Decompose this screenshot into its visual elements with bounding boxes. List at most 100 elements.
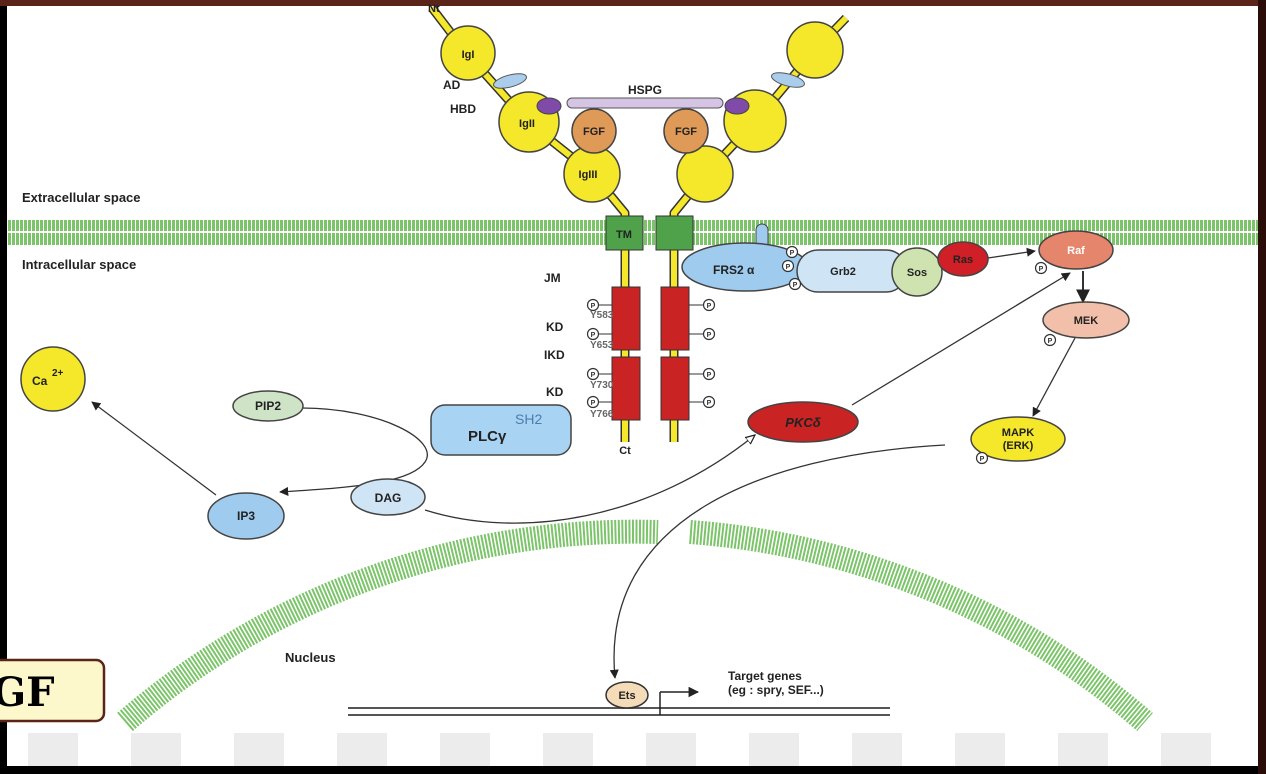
- sos-label: Sos: [907, 267, 927, 279]
- raf-node: Raf: [1038, 230, 1114, 270]
- svg-text:P: P: [591, 303, 596, 310]
- strip-block: [543, 733, 593, 766]
- ad-label: AD: [443, 78, 461, 92]
- fgf-right-label: FGF: [675, 126, 697, 138]
- grb2-node: Grb2: [796, 249, 908, 293]
- tm-label: TM: [616, 229, 632, 241]
- igI-right: [786, 21, 844, 79]
- strip-block: [955, 733, 1005, 766]
- strip-block: [1161, 733, 1211, 766]
- phosphate-icon: P: [785, 245, 799, 259]
- ets-node: Ets: [605, 681, 649, 709]
- target-genes-label: Target genes: [728, 669, 802, 683]
- gf-title-box: GF: [0, 658, 106, 723]
- sos-node: Sos: [891, 247, 943, 297]
- kd1-label: KD: [546, 320, 564, 334]
- arrow-mapk-ets: [609, 444, 946, 679]
- strip-block: [1058, 733, 1108, 766]
- hbd-right: [724, 97, 750, 115]
- acid-box-right: [771, 72, 805, 88]
- ip3-node: IP3: [207, 492, 285, 540]
- pip2-node: PIP2: [232, 390, 304, 422]
- nt-label: Nt: [428, 3, 440, 15]
- svg-text:P: P: [793, 282, 798, 289]
- arrow-ras-raf: [987, 247, 1036, 259]
- y653-label: Y653: [590, 340, 614, 351]
- phosphate-icon: P: [1043, 333, 1057, 347]
- erk-label: (ERK): [1003, 440, 1034, 452]
- y766-label: Y766: [590, 409, 614, 420]
- phosphate-icon: P: [586, 367, 600, 381]
- hspg-label: HSPG: [628, 83, 662, 97]
- plc-node: PLCγ SH2: [430, 404, 572, 456]
- mek-label: MEK: [1074, 315, 1099, 327]
- phosphate-icon: P: [586, 298, 600, 312]
- ets-label: Ets: [618, 690, 635, 702]
- ca-label: Ca: [32, 374, 48, 388]
- dna-strand: [348, 692, 890, 716]
- ikd-label: IKD: [544, 348, 565, 362]
- strip-block: [337, 733, 387, 766]
- mek-node: MEK: [1042, 301, 1130, 339]
- phosphate-icon: P: [702, 298, 716, 312]
- arrow-pkc-raf: [851, 272, 1071, 406]
- phosphate-icon: P: [788, 277, 802, 291]
- intracellular-label: Intracellular space: [22, 257, 136, 272]
- arrow-pip2-ip3: [279, 407, 428, 496]
- strip-block: [28, 733, 78, 766]
- kd2-label: KD: [546, 385, 564, 399]
- target-genes-examples: (eg : spry, SEF...): [728, 683, 824, 697]
- extracellular-label: Extracellular space: [22, 190, 141, 205]
- ras-node: Ras: [937, 241, 989, 277]
- igIII-right: [676, 145, 734, 203]
- phosphate-icon: P: [586, 395, 600, 409]
- raf-label: Raf: [1067, 245, 1085, 257]
- acid-box-left: [493, 73, 527, 89]
- ca-charge: 2+: [52, 368, 64, 379]
- svg-text:P: P: [591, 400, 596, 407]
- svg-text:P: P: [1048, 338, 1053, 345]
- strip-block: [852, 733, 902, 766]
- igI-label: IgI: [462, 49, 475, 61]
- ct-label: Ct: [619, 445, 631, 457]
- ip3-label: IP3: [237, 509, 255, 523]
- svg-text:P: P: [790, 250, 795, 257]
- phosphate-icon: P: [781, 259, 795, 273]
- phosphate-icon: P: [702, 367, 716, 381]
- tm-domain-left: [605, 215, 644, 251]
- phosphate-icon: P: [1034, 261, 1048, 275]
- y583-label: Y583: [590, 310, 614, 321]
- igIII-label: IgIII: [579, 169, 598, 181]
- fgf-ligand-right: FGF: [663, 108, 709, 154]
- phosphate-icon: P: [975, 451, 989, 465]
- y730-label: Y730: [590, 380, 614, 391]
- arrow-mek-mapk: [1032, 337, 1076, 417]
- pkc-node: PKCδ: [747, 401, 859, 443]
- jm-label: JM: [544, 271, 561, 285]
- fgf-ligand-left: FGF: [571, 108, 617, 154]
- svg-text:P: P: [980, 456, 985, 463]
- kinase-domains: [611, 286, 690, 421]
- strip-block: [440, 733, 490, 766]
- calcium-node: Ca 2+: [20, 346, 86, 412]
- mapk-node: MAPK (ERK): [970, 416, 1066, 462]
- dag-node: DAG: [350, 478, 426, 516]
- strip-block: [749, 733, 799, 766]
- arrow-dag-pkc: [424, 435, 755, 524]
- mapk-label: MAPK: [1002, 427, 1034, 439]
- bottom-strip: [28, 733, 1211, 766]
- pkc-label: PKCδ: [785, 415, 820, 430]
- plc-label: PLCγ: [468, 428, 507, 445]
- hspg-bar: [566, 97, 724, 109]
- strip-block: [646, 733, 696, 766]
- strip-block: [234, 733, 284, 766]
- hbd-left: [536, 97, 562, 115]
- frame-top-border: [0, 0, 1266, 6]
- nucleus-label: Nucleus: [285, 650, 336, 665]
- svg-text:P: P: [1039, 266, 1044, 273]
- fgf-left-label: FGF: [583, 126, 605, 138]
- arrow-ip3-ca: [91, 401, 217, 496]
